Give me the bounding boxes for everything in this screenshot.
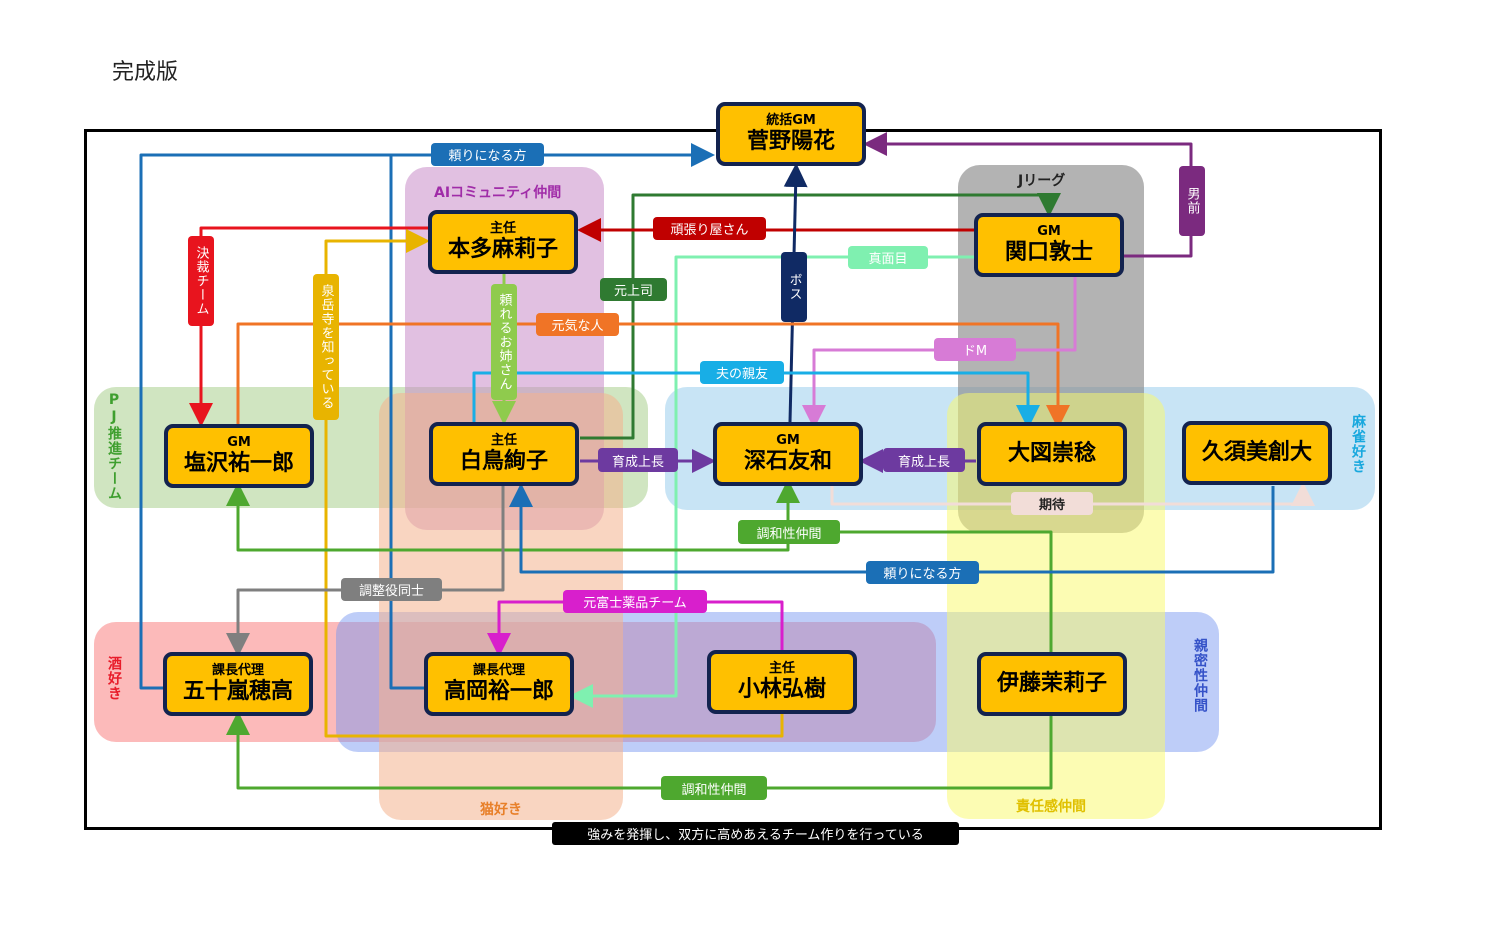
person-name: 塩沢祐一郎 — [183, 451, 294, 476]
relation-label-senganji: 泉岳寺を知っている — [313, 274, 339, 420]
relation-label-chowa-bottom: 調和性仲間 — [661, 776, 767, 800]
person-role: 統括GM — [766, 113, 816, 128]
relation-label-ganbari: 頑張り屋さん — [653, 217, 766, 240]
person-role: 主任 — [768, 661, 795, 676]
relation-label-chosei: 調整役同士 — [341, 578, 442, 601]
person-role: 課長代理 — [211, 663, 264, 678]
relation-label-tayori-bottom: 頼りになる方 — [866, 561, 979, 584]
person-name: 五十嵐穂高 — [182, 679, 293, 704]
relation-label-tayori-top: 頼りになる方 — [431, 143, 544, 166]
group-label-responsibility: 責任感仲間 — [1016, 799, 1086, 815]
page-title: 完成版 — [112, 60, 179, 85]
person-honda: 主任 本多麻莉子 — [428, 210, 578, 274]
person-name: 菅野陽花 — [746, 129, 835, 154]
person-igarashi: 課長代理 五十嵐穂高 — [163, 652, 313, 716]
person-name: 高岡裕一郎 — [443, 679, 554, 704]
relation-label-kitai: 期待 — [1011, 492, 1093, 515]
person-fukaishi: GM 深石友和 — [713, 422, 863, 486]
group-label-pj: PJ推進チーム — [106, 392, 122, 501]
relation-label-chowa-mid: 調和性仲間 — [738, 520, 840, 544]
person-sekiguchi: GM 関口敦士 — [974, 213, 1124, 277]
person-role: 主任 — [490, 433, 517, 448]
person-role: GM — [227, 435, 251, 450]
relation-label-otto: 夫の親友 — [700, 361, 784, 384]
relation-label-kessai: 決裁チーム — [188, 236, 214, 326]
person-role: 主任 — [489, 221, 516, 236]
relation-label-do-m: ドM — [934, 338, 1016, 361]
relation-label-moto-joshi: 元上司 — [600, 278, 667, 301]
relation-label-tayoreru: 頼れるお姉さん — [491, 284, 517, 400]
person-name: 伊藤茉莉子 — [996, 671, 1107, 696]
relation-label-majime: 真面目 — [848, 246, 928, 269]
person-role: GM — [1037, 224, 1061, 239]
person-ozu: 大図崇稔 — [977, 422, 1127, 486]
person-role: GM — [776, 433, 800, 448]
relation-label-boss: ボス — [781, 252, 807, 322]
relation-label-fuji: 元富士薬品チーム — [563, 590, 707, 613]
person-shiratori: 主任 白鳥絢子 — [429, 422, 579, 486]
person-name: 大図崇稔 — [1007, 441, 1096, 466]
person-name: 白鳥絢子 — [459, 449, 548, 474]
relation-label-ikusei-right: 育成上長 — [883, 448, 965, 472]
relation-label-otokomae: 男前 — [1179, 166, 1205, 236]
group-label-sake: 酒好き — [106, 656, 122, 701]
relation-label-genki: 元気な人 — [536, 313, 619, 336]
person-kobayashi: 主任 小林弘樹 — [707, 650, 857, 714]
person-name: 関口敦士 — [1004, 240, 1093, 265]
group-label-mahjong: 麻雀好き — [1350, 414, 1366, 474]
footer-banner: 強みを発揮し、双方に高めあえるチーム作りを行っている — [552, 822, 959, 845]
group-label-jleague: Jリーグ — [1018, 173, 1066, 189]
person-name: 本多麻莉子 — [447, 237, 558, 262]
person-kusumi: 久須美創大 — [1182, 421, 1332, 485]
person-role: 課長代理 — [472, 663, 525, 678]
person-name: 久須美創大 — [1201, 440, 1312, 465]
group-label-cat: 猫好き — [480, 802, 522, 818]
person-name: 小林弘樹 — [737, 677, 826, 702]
relation-label-ikusei-left: 育成上長 — [598, 448, 678, 472]
group-label-intimacy: 親密性仲間 — [1192, 638, 1208, 713]
person-name: 深石友和 — [743, 449, 832, 474]
group-label-ai: AIコミュニティ仲間 — [434, 185, 562, 201]
person-takaoka: 課長代理 高岡裕一郎 — [424, 652, 574, 716]
person-ito: 伊藤茉莉子 — [977, 652, 1127, 716]
person-sugano: 統括GM 菅野陽花 — [716, 102, 866, 166]
person-shiozawa: GM 塩沢祐一郎 — [164, 424, 314, 488]
